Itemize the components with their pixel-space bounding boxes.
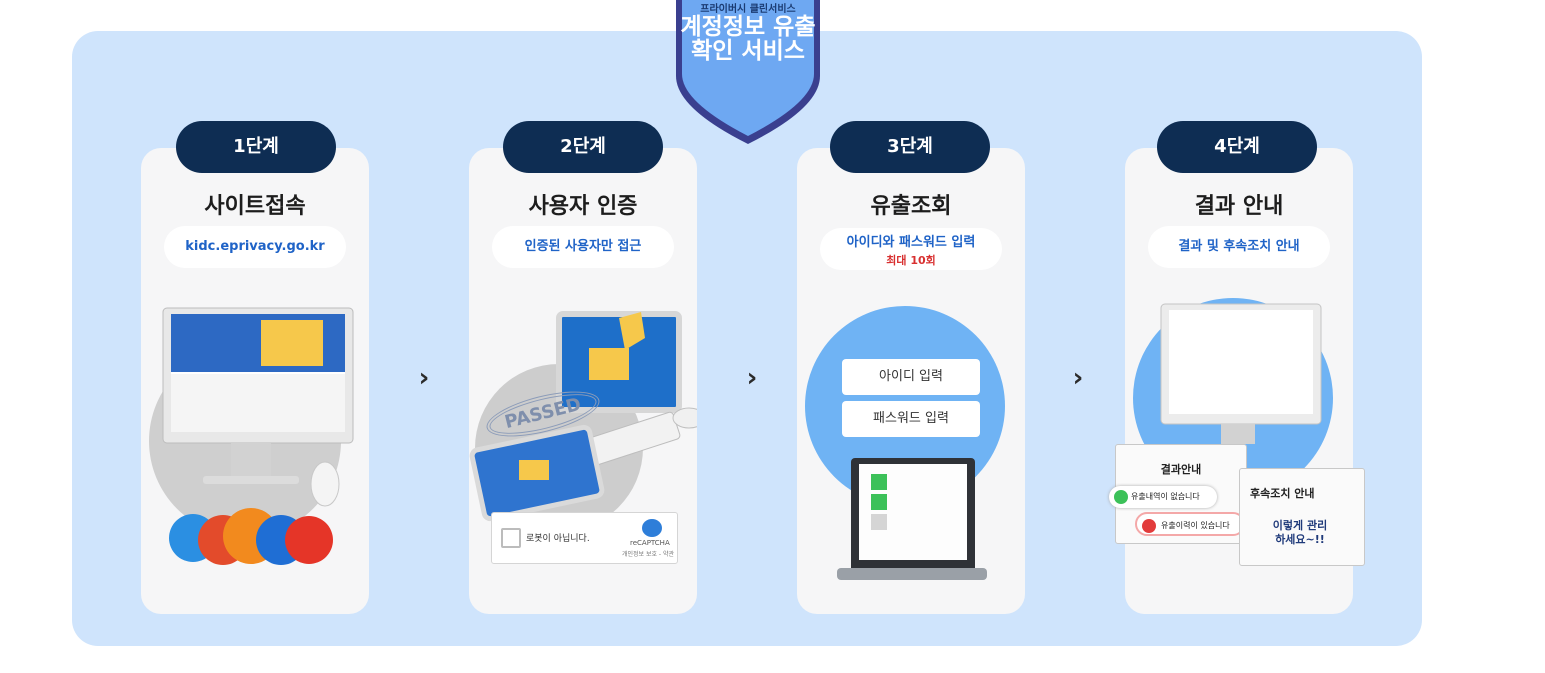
step-title: 유출조회: [870, 194, 952, 219]
step-pill-1: 1단계: [176, 121, 336, 173]
captcha-box[interactable]: 로봇이 아닙니다. reCAPTCHA 개인정보 보호 - 약관: [491, 512, 678, 564]
result-ok-text: 유출내역이 없습니다: [1131, 492, 1200, 501]
shield-icon: [676, 0, 820, 144]
step-title: 사이트접속: [204, 194, 306, 219]
service-badge: 프라이버시 클린서비스 계정정보 유출확인 서비스: [672, 0, 824, 148]
follow-up-window: 후속조치 안내 이렇게 관리하세요~!!: [1239, 468, 1365, 566]
recaptcha-icon: [642, 519, 662, 537]
chevron-right-icon: ›: [418, 363, 430, 393]
result-ok-badge: 유출내역이 없습니다: [1109, 486, 1217, 508]
password-input[interactable]: 패스워드 입력: [842, 401, 980, 437]
lock-icon: [1114, 490, 1128, 504]
step-card-4: 결과 안내 결과 및 후속조치 안내 결과안내 유출내역이 없습니다 유출이력이…: [1109, 148, 1365, 614]
step-subtitle: 인증된 사용자만 접근: [492, 226, 674, 268]
result-window-title: 결과안내: [1160, 463, 1202, 476]
follow-up-text: 이렇게 관리하세요~!!: [1272, 519, 1328, 546]
auth-illustration: [469, 288, 706, 598]
step-pill-2: 2단계: [503, 121, 663, 173]
step-title: 결과 안내: [1194, 194, 1284, 219]
chevron-right-icon: ›: [1072, 363, 1084, 393]
limit-note: 최대 10회: [886, 254, 936, 267]
follow-up-title: 후속조치 안내: [1250, 487, 1315, 500]
step-card-1: 사이트접속 kidc.eprivacy.go.kr: [141, 148, 369, 614]
step-subtitle: 결과 및 후속조치 안내: [1148, 226, 1330, 268]
step-subtitle[interactable]: kidc.eprivacy.go.kr: [164, 226, 346, 268]
badge-title: 계정정보 유출확인 서비스: [680, 14, 816, 64]
captcha-label: 로봇이 아닙니다.: [526, 534, 590, 544]
step-subtitle: 아이디와 패스워드 입력: [846, 235, 976, 250]
id-input[interactable]: 아이디 입력: [842, 359, 980, 395]
captcha-brand: reCAPTCHA: [630, 539, 670, 547]
step-pill-4: 4단계: [1157, 121, 1317, 173]
step-title: 사용자 인증: [528, 194, 638, 219]
captcha-terms[interactable]: 개인정보 보호 - 약관: [622, 551, 675, 558]
step-subtitle-box: 아이디와 패스워드 입력 최대 10회: [820, 228, 1002, 270]
step-card-3: 유출조회 아이디와 패스워드 입력 최대 10회 아이디 입력 패스워드 입력: [797, 148, 1025, 614]
step-card-2: 사용자 인증 인증된 사용자만 접근 PASSED 로봇이 아닙니다. reCA…: [469, 148, 706, 614]
alert-icon: [1142, 519, 1156, 533]
chevron-right-icon: ›: [746, 363, 758, 393]
step-pill-3: 3단계: [830, 121, 990, 173]
result-bad-badge: 유출이력이 있습니다: [1135, 512, 1245, 536]
result-bad-text: 유출이력이 있습니다: [1161, 521, 1230, 530]
login-illustration: [797, 288, 1025, 598]
captcha-checkbox[interactable]: [501, 528, 521, 548]
monitor-illustration: [141, 288, 369, 598]
badge-subtitle: 프라이버시 클린서비스: [700, 4, 796, 15]
